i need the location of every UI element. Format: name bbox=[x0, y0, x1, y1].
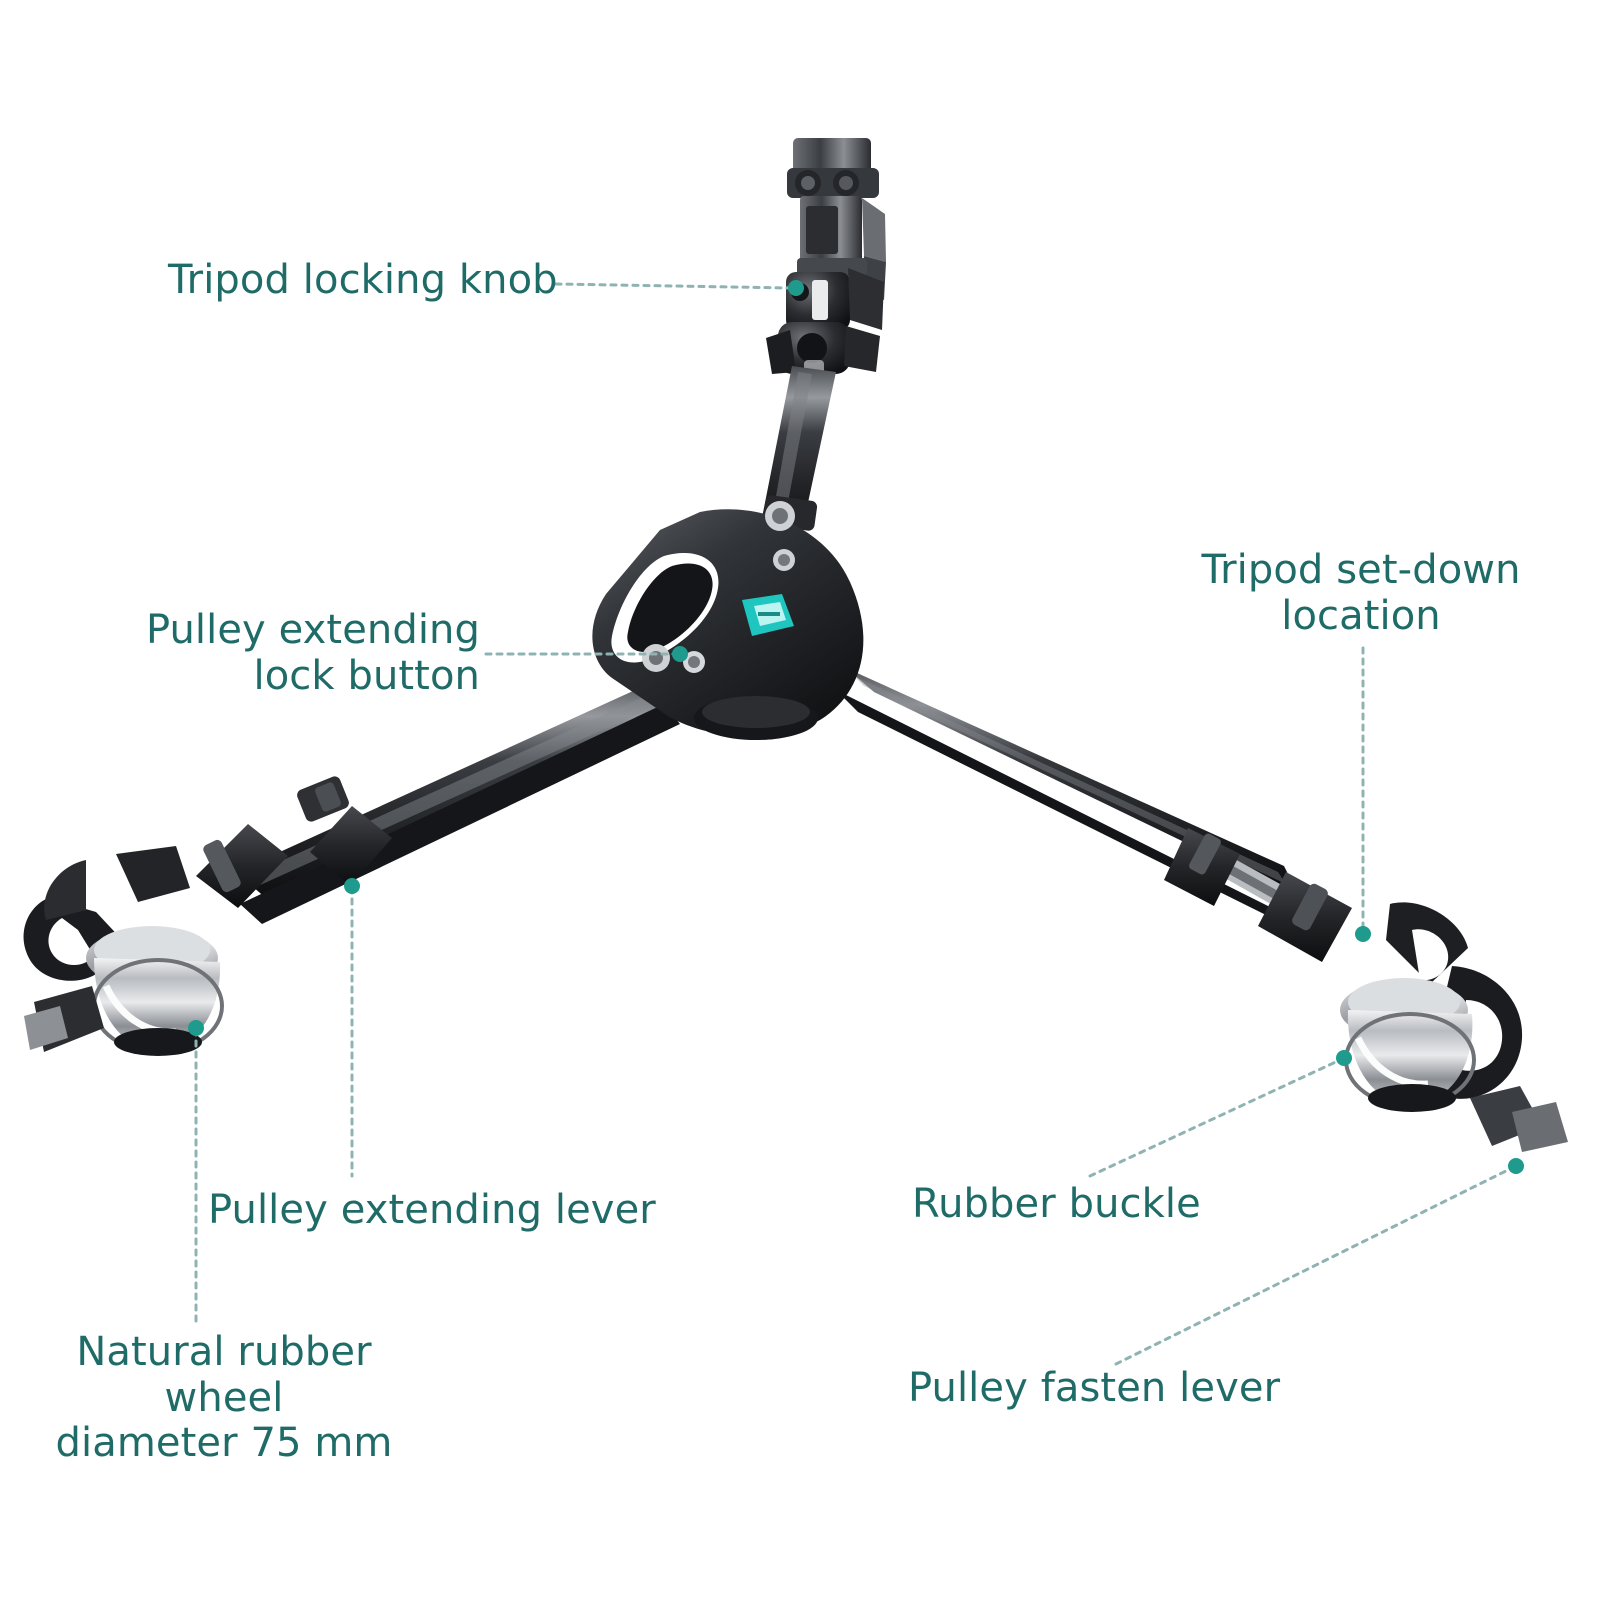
label-natural-rubber-wheel: Natural rubber wheel diameter 75 mm bbox=[55, 1329, 393, 1467]
leader-tripod-locking-knob bbox=[554, 282, 794, 290]
left-leg-assembly bbox=[23, 676, 690, 1056]
leader-rubber-buckle bbox=[1088, 1058, 1342, 1178]
label-pulley-extending-lever: Pulley extending lever bbox=[208, 1187, 656, 1233]
label-rubber-buckle: Rubber buckle bbox=[912, 1181, 1201, 1227]
label-pulley-fasten-lever: Pulley fasten lever bbox=[908, 1365, 1281, 1411]
tripod-mount-assembly bbox=[760, 138, 886, 540]
leader-pulley-fasten-lever bbox=[1114, 1166, 1514, 1366]
brand-badge bbox=[742, 594, 794, 636]
label-pulley-extending-lock-button: Pulley extending lock button bbox=[145, 607, 480, 699]
label-tripod-locking-knob: Tripod locking knob bbox=[168, 257, 558, 303]
anchor-dot-pulley-extending-lever bbox=[344, 878, 360, 894]
anchor-dot-pulley-fasten-lever bbox=[1508, 1158, 1524, 1174]
central-hub bbox=[592, 501, 864, 740]
anchor-dots bbox=[188, 280, 1524, 1174]
right-leg-assembly bbox=[836, 668, 1568, 1152]
anchor-dot-natural-rubber-wheel bbox=[188, 1020, 204, 1036]
label-tripod-set-down-location: Tripod set-down location bbox=[1201, 547, 1521, 639]
leader-lines bbox=[194, 282, 1514, 1366]
anchor-dot-tripod-locking-knob bbox=[788, 280, 804, 296]
anchor-dot-rubber-buckle bbox=[1336, 1050, 1352, 1066]
anchor-dot-tripod-set-down-location bbox=[1355, 926, 1371, 942]
anchor-dot-pulley-extending-lock-button bbox=[672, 646, 688, 662]
